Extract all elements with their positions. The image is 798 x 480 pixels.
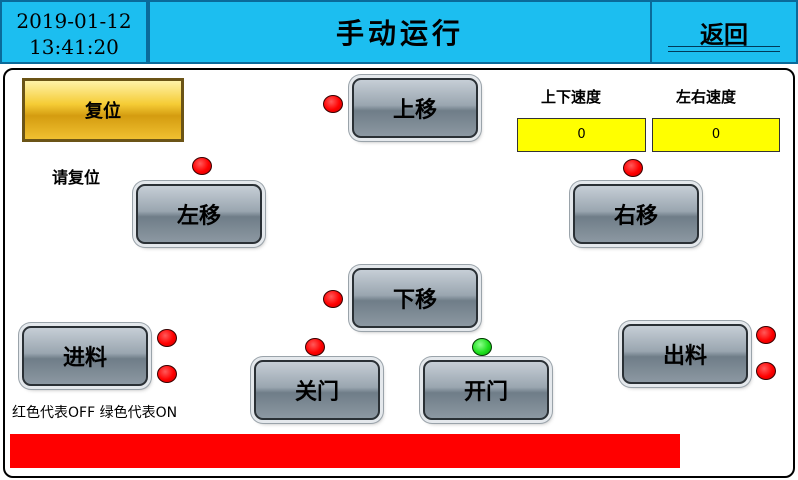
feed-out-indicator-led-2 [756,362,776,380]
leftright-speed-label: 左右速度 [676,88,737,106]
left-indicator-led [192,157,212,175]
move-right-button[interactable]: 右移 [573,184,699,244]
updown-speed-label: 上下速度 [541,88,602,106]
open-door-button[interactable]: 开门 [423,360,549,420]
feed-in-indicator-led-2 [157,365,177,383]
move-up-button[interactable]: 上移 [352,78,478,138]
page-title: 手动运行 [148,0,652,64]
date-text: 2019-01-12 [16,9,132,33]
close-door-button[interactable]: 关门 [254,360,380,420]
open-door-indicator-led [472,338,492,356]
alarm-status-bar [10,434,680,468]
leftright-speed-value: 0 [652,118,780,152]
led-legend-note: 红色代表OFF 绿色代表ON [12,405,178,421]
time-text: 13:41:20 [29,35,119,59]
updown-speed-value: 0 [517,118,646,152]
move-down-button[interactable]: 下移 [352,268,478,328]
reset-prompt: 请复位 [52,168,101,187]
right-indicator-led [623,159,643,177]
close-door-indicator-led [305,338,325,356]
reset-button[interactable]: 复位 [22,78,184,142]
move-left-button[interactable]: 左移 [136,184,262,244]
down-indicator-led [323,290,343,308]
feed-in-indicator-led-1 [157,329,177,347]
datetime-display: 2019-01-12 13:41:20 [0,0,148,64]
up-indicator-led [323,95,343,113]
back-button[interactable]: 返回 [650,0,798,64]
feed-out-indicator-led-1 [756,326,776,344]
feed-in-button[interactable]: 进料 [22,326,148,386]
feed-out-button[interactable]: 出料 [622,324,748,384]
